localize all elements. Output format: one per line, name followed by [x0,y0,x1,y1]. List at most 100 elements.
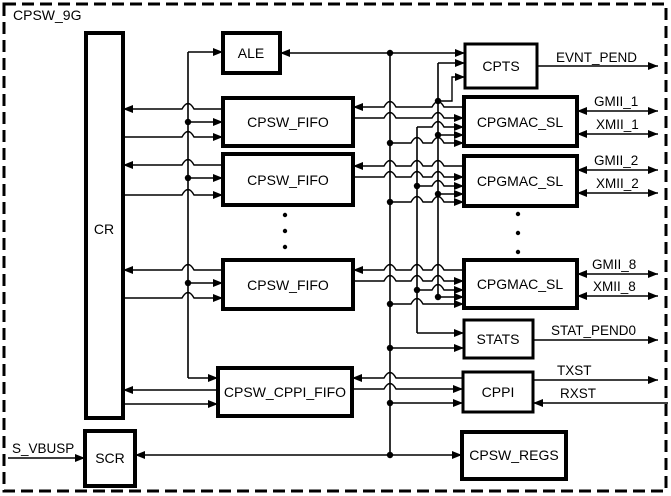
wire-fifo2-to-cr [123,158,223,169]
cr-label: CR [94,221,114,237]
rxst-label: RXST [560,386,596,401]
ale-label: ALE [238,45,264,61]
cpts-box [463,42,539,90]
wire-cr-to-fifo3 [123,291,223,302]
wire-cppi-to-cppififo [352,371,463,382]
block-cpgmac-sl-8: CPGMAC_SL [462,258,579,310]
junction [386,451,394,459]
junction [434,293,442,301]
cppi-fifo-label: CPSW_CPPI_FIFO [224,384,346,400]
ellipsis-dot [515,211,521,217]
block-stats: STATS [462,318,535,360]
block-cpsw-fifo-2: CPSW_FIFO [221,152,355,207]
junction [434,190,442,198]
block-cpsw-regs: CPSW_REGS [460,430,568,481]
wire-v2-to-mac1 [390,136,464,147]
wire-fifo1-to-mac1 [353,111,464,122]
gmii8-label: GMII_8 [592,257,636,272]
diagram-title: CPSW_9G [13,7,81,23]
junction [386,399,394,407]
block-cpgmac-sl-1: CPGMAC_SL [462,95,579,148]
fifo1-box [221,96,355,148]
junction-dots [184,49,442,459]
ale-box [221,31,282,75]
s-vbusp-label: S_VBUSP [12,441,74,456]
blocks: CR ALE CPTS CPSW_FIFO CPSW_FIFO CPSW_FIF… [83,31,579,488]
cpts-label: CPTS [482,58,519,74]
ellipsis-dot [515,249,521,255]
mac1-label: CPGMAC_SL [477,114,564,130]
junction [184,279,192,287]
signal-labels: EVNT_PEND GMII_1 XMII_1 GMII_2 XMII_2 GM… [12,50,639,456]
ellipsis-dot [515,230,521,236]
regs-label: CPSW_REGS [469,447,558,463]
mac2-box [462,154,579,208]
wires [8,48,668,462]
ellipsis-dot [282,212,288,218]
junction [184,118,192,126]
fifo1-label: CPSW_FIFO [247,114,329,130]
wire-cr-to-fifo2 [123,188,223,199]
mac1-box [462,95,579,148]
block-ale: ALE [221,31,282,75]
junction [386,139,394,147]
fifo3-label: CPSW_FIFO [247,277,329,293]
block-cppi: CPPI [461,370,535,414]
wire-fifo3-to-mac8 [353,274,464,285]
block-scr: SCR [83,429,137,488]
wire-v3-to-mac2 [417,179,464,190]
wire-cppififo-to-cppi [352,382,463,393]
block-cpsw-fifo-1: CPSW_FIFO [221,96,355,148]
wire-mac2-to-fifo2 [353,159,464,170]
junction [386,300,394,308]
cppi-box [461,370,535,414]
junction [386,49,394,57]
junction [386,344,394,352]
wire-mac8-to-fifo3 [353,263,464,274]
mac8-label: CPGMAC_SL [477,276,564,292]
wire-fifo3-to-cr [123,263,223,274]
evnt-pend-label: EVNT_PEND [556,50,637,65]
stats-label: STATS [476,331,519,347]
ellipsis-dots [282,211,521,255]
block-cpgmac-sl-2: CPGMAC_SL [462,154,579,208]
cppi-label: CPPI [482,384,515,400]
scr-box [83,429,137,488]
txst-label: TXST [557,363,592,378]
gmii2-label: GMII_2 [594,153,638,168]
scr-label: SCR [95,450,125,466]
wire-bracket-to-cpts [438,73,465,102]
xmii1-label: XMII_1 [596,117,639,132]
mac8-box [462,258,579,310]
wire-fifo2-to-mac2 [353,170,464,181]
stat-pend0-label: STAT_PEND0 [551,323,636,338]
wire-fifo1-to-cr [123,102,223,113]
regs-box [460,430,568,481]
wire-v2-to-mac2 [390,195,464,206]
block-cpsw-fifo-3: CPSW_FIFO [221,258,355,311]
wire-v3-to-mac1 [417,120,464,131]
block-cr: CR [84,31,125,420]
wire-cr-to-fifo1 [123,130,223,141]
xmii8-label: XMII_8 [593,279,636,294]
cr-box [84,31,125,420]
fifo2-box [221,152,355,207]
ellipsis-dot [282,228,288,234]
junction [386,198,394,206]
wire-mac1-to-fifo1 [353,100,464,111]
block-cpts: CPTS [463,42,539,90]
junction [413,182,421,190]
junction [434,97,442,105]
wire-v3-to-mac8 [417,283,464,294]
gmii1-label: GMII_1 [594,94,638,109]
fifo2-label: CPSW_FIFO [247,172,329,188]
wire-v2-to-mac8 [390,297,464,308]
junction [184,174,192,182]
ellipsis-dot [282,244,288,250]
junction [434,131,442,139]
cppi-fifo-box [216,366,354,418]
block-cpsw-cppi-fifo: CPSW_CPPI_FIFO [216,366,354,418]
